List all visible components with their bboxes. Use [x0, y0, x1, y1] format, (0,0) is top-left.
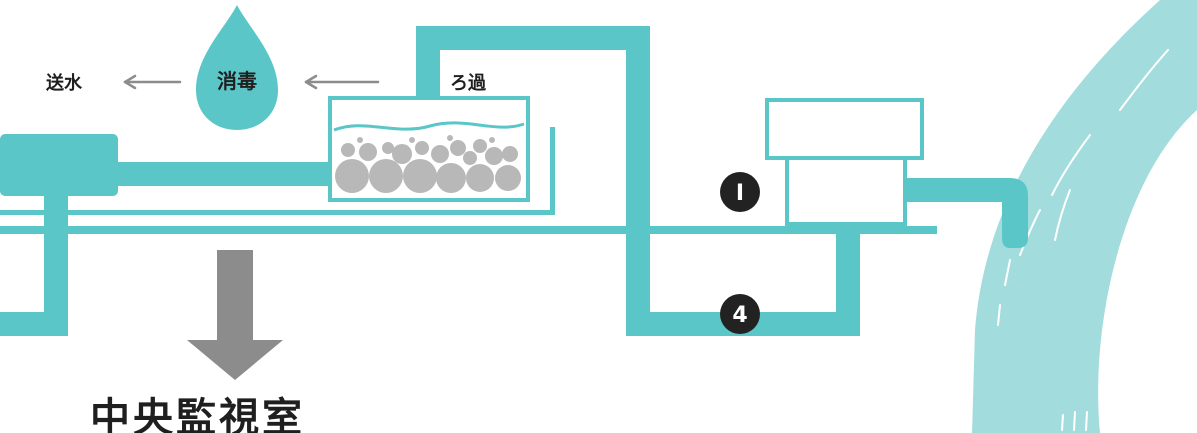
intake-building-body — [785, 156, 907, 226]
central-monitoring-label: 中央監視室 — [90, 395, 305, 433]
disinfection-droplet — [196, 5, 278, 130]
arrow-to-send-water — [123, 74, 182, 90]
filtration-tank — [328, 96, 530, 202]
arrow-to-disinfection — [304, 74, 380, 90]
monitoring-arrow — [187, 250, 283, 380]
marker-4-label: 4 — [732, 303, 747, 328]
send-water-label: 送水 — [45, 72, 83, 94]
filtration-label: ろ過 — [450, 73, 487, 94]
flow-arrows — [123, 74, 380, 90]
filtration-water-surface — [333, 121, 525, 132]
river-body — [972, 0, 1197, 433]
disinfection-label: 消毒 — [217, 69, 257, 93]
river — [972, 0, 1197, 433]
marker-4: 4 — [720, 294, 760, 334]
intake-pipe — [900, 178, 1028, 248]
intake-building — [765, 98, 924, 226]
intake-building-roof — [765, 98, 924, 160]
river-ripples — [997, 49, 1169, 431]
filtration-gravel — [335, 135, 521, 193]
marker-1-label: Ⅰ — [736, 181, 744, 206]
marker-1: Ⅰ — [720, 172, 760, 212]
